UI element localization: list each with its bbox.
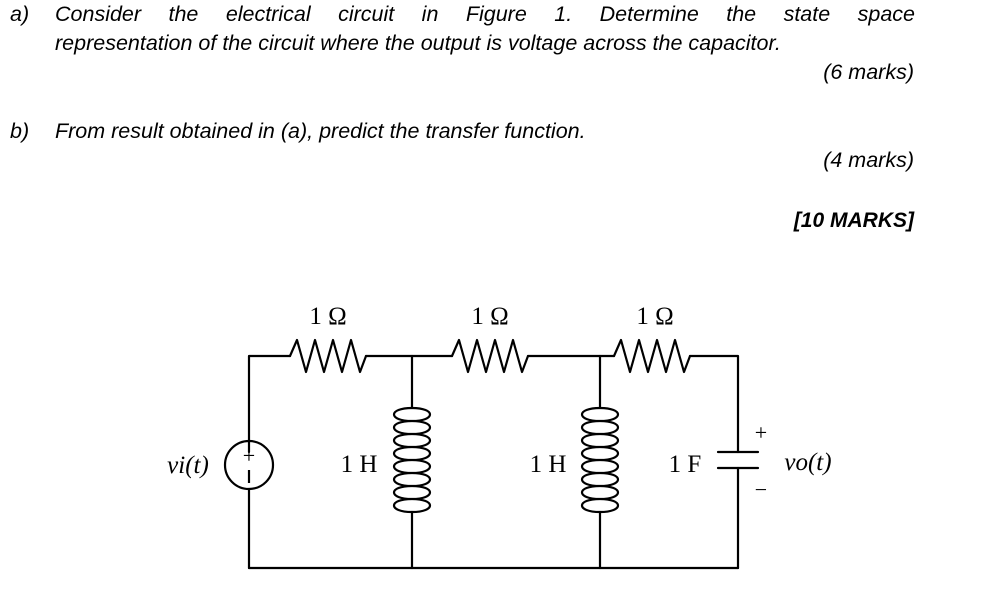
- question-b-label: b): [10, 119, 30, 143]
- inductor-1-label: 1 H: [341, 451, 378, 478]
- wire-right-top: [688, 354, 740, 454]
- resistor-1-label: 1 Ω: [309, 303, 346, 330]
- output-label: vo(t): [784, 449, 831, 476]
- resistor-1: [288, 338, 368, 374]
- source-plus: +: [243, 443, 255, 468]
- resistor-3: [612, 338, 692, 374]
- inductor-2-label: 1 H: [530, 451, 567, 478]
- source-label: vi(t): [167, 452, 209, 479]
- question-a-label: a): [10, 2, 30, 26]
- resistor-3-label: 1 Ω: [636, 303, 673, 330]
- question-a: a) Consider the electrical circuit in Fi…: [0, 0, 994, 60]
- question-a-line1: Consider the electrical circuit in Figur…: [55, 2, 915, 26]
- output-plus: +: [755, 420, 767, 445]
- question-b: b) From result obtained in (a), predict …: [0, 117, 994, 147]
- resistor-2: [450, 338, 530, 374]
- question-a-line2: representation of the circuit where the …: [55, 31, 781, 55]
- inductor-2: [580, 406, 620, 514]
- resistor-2-label: 1 Ω: [471, 303, 508, 330]
- inductor-1: [392, 406, 432, 514]
- wire-left-top: [247, 354, 292, 454]
- total-marks: [10 MARKS]: [793, 209, 914, 232]
- question-b-marks: (4 marks): [823, 148, 914, 172]
- output-minus: −: [755, 477, 767, 502]
- question-b-text: From result obtained in (a), predict the…: [55, 119, 586, 143]
- question-a-marks: (6 marks): [823, 60, 914, 84]
- capacitor-label: 1 F: [669, 451, 702, 478]
